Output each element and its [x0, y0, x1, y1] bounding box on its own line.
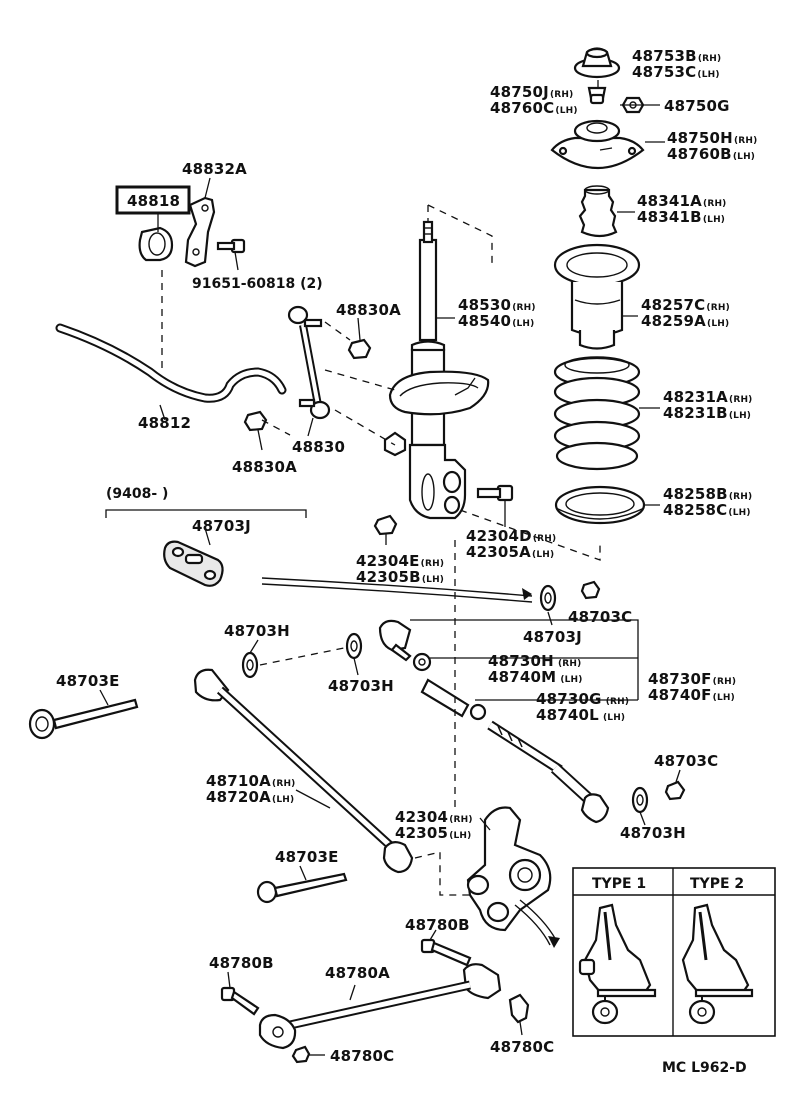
- label-48780A[interactable]: 48780A: [325, 964, 390, 982]
- label-48750H[interactable]: 48750H(RH): [667, 129, 757, 147]
- label-48231B[interactable]: 48231B(LH): [663, 404, 751, 422]
- label-42304D[interactable]: 42304D(RH): [466, 527, 556, 545]
- coil-spring-48231: [553, 356, 641, 471]
- bolt-48780B-mid: [420, 929, 472, 967]
- stabilizer-bushing-48818: [138, 226, 174, 262]
- label-48753B[interactable]: 48753B(RH): [632, 47, 721, 65]
- bolt-48703E-upper: [28, 689, 139, 740]
- plate-48703J: [163, 527, 224, 587]
- stabilizer-bar-48812: [55, 270, 287, 421]
- label-48341B[interactable]: 48341B(LH): [637, 208, 725, 226]
- label-91651-60818[interactable]: 91651-60818 (2): [192, 276, 323, 292]
- label-42304E[interactable]: 42304E(RH): [356, 552, 444, 570]
- label-48703J-upper[interactable]: 48703J: [192, 517, 251, 535]
- label-48703H-right[interactable]: 48703H: [620, 824, 686, 842]
- nut-48703C-right: [664, 769, 686, 801]
- trailing-arm-48710A: [193, 668, 470, 896]
- type1-illustration: [578, 903, 657, 1025]
- label-48780B-mid[interactable]: 48780B: [405, 916, 470, 934]
- label-48812[interactable]: 48812: [138, 414, 191, 432]
- nut-48830A-lower: [243, 410, 291, 451]
- label-48740M[interactable]: 48740M(LH): [488, 668, 583, 686]
- label-48832A[interactable]: 48832A: [182, 160, 247, 178]
- nut-42304E: [373, 514, 398, 545]
- label-48530[interactable]: 48530(RH): [458, 296, 536, 314]
- upper-mount-stack: [427, 47, 646, 561]
- label-48258B[interactable]: 48258B(RH): [663, 485, 752, 503]
- label-48780C-right[interactable]: 48780C: [490, 1038, 554, 1056]
- label-48760B[interactable]: 48760B(LH): [667, 145, 755, 163]
- label-48540[interactable]: 48540(LH): [458, 312, 534, 330]
- type2-label: TYPE 2: [690, 876, 744, 892]
- label-48750J[interactable]: 48750J(RH): [490, 83, 573, 101]
- label-48750G[interactable]: 48750G: [664, 97, 730, 115]
- label-48818[interactable]: 48818: [127, 192, 180, 210]
- axle-carrier-42304: [454, 540, 552, 932]
- label-48830[interactable]: 48830: [292, 438, 345, 456]
- label-42305A[interactable]: 42305A(LH): [466, 543, 554, 561]
- bolt-42304D: [476, 484, 514, 527]
- label-48703H-mid[interactable]: 48703H: [328, 677, 394, 695]
- nut-48780C-left: [291, 1045, 325, 1064]
- label-48740L[interactable]: 48740L(LH): [536, 706, 625, 724]
- spring-upper-insulator-48257C: [553, 243, 641, 350]
- label-48703C-upper[interactable]: 48703C: [568, 608, 632, 626]
- label-48341A[interactable]: 48341A(RH): [637, 192, 727, 210]
- nut-48703C-upper: [580, 580, 601, 600]
- highlight-box-48818[interactable]: [115, 185, 191, 215]
- upper-insulator-48753: [573, 47, 621, 79]
- nut-48780C-right: [508, 993, 530, 1036]
- bolt-48703E-lower: [256, 865, 348, 904]
- lower-arm-48780A: [258, 963, 502, 1050]
- part-labels: 48753B(RH) 48753C(LH) 48750J(RH) 48760C(…: [56, 47, 757, 1076]
- label-48703E-lower[interactable]: 48703E: [275, 848, 339, 866]
- washer-48703J: [539, 584, 557, 626]
- type1-label: TYPE 1: [592, 876, 646, 892]
- bolt-91651-60818: [216, 238, 246, 271]
- label-48740F[interactable]: 48740F(LH): [648, 686, 735, 704]
- label-48830A-upper[interactable]: 48830A: [336, 301, 401, 319]
- label-date-range: (9408- ): [106, 486, 168, 502]
- washer-48703H-right: [631, 786, 649, 826]
- label-42305B[interactable]: 42305B(LH): [356, 568, 444, 586]
- label-48730F[interactable]: 48730F(RH): [648, 670, 736, 688]
- label-48703E-upper[interactable]: 48703E: [56, 672, 120, 690]
- type2-illustration: [681, 903, 754, 1025]
- label-48703H-left[interactable]: 48703H: [224, 622, 290, 640]
- label-48710A[interactable]: 48710A(RH): [206, 772, 296, 790]
- label-48257C[interactable]: 48257C(RH): [641, 296, 730, 314]
- label-48730G[interactable]: 48730G(RH): [536, 690, 629, 708]
- spring-lower-insulator-48258: [554, 485, 646, 525]
- label-48780C-left[interactable]: 48780C: [330, 1047, 394, 1065]
- label-48760C[interactable]: 48760C(LH): [490, 99, 578, 117]
- bolt-48780B-left: [220, 986, 260, 1016]
- stabilizer-link-48830: [287, 305, 331, 420]
- label-48259A[interactable]: 48259A(LH): [641, 312, 729, 330]
- label-48753C[interactable]: 48753C(LH): [632, 63, 720, 81]
- label-48258C[interactable]: 48258C(LH): [663, 501, 751, 519]
- shock-absorber-48530: [383, 220, 490, 520]
- nut-48830A-upper: [324, 317, 372, 360]
- label-48720A[interactable]: 48720A(LH): [206, 788, 294, 806]
- label-48730H[interactable]: 48730H(RH): [488, 652, 581, 670]
- washer-48703H-mid: [345, 632, 363, 676]
- label-48830A-lower[interactable]: 48830A: [232, 458, 297, 476]
- label-48231A[interactable]: 48231A(RH): [663, 388, 753, 406]
- type-inset: TYPE 1 TYPE 2: [572, 867, 776, 1037]
- label-48703C-right[interactable]: 48703C: [654, 752, 718, 770]
- label-48780B-left[interactable]: 48780B: [209, 954, 274, 972]
- diagram-code: MC L962-D: [662, 1060, 747, 1076]
- stabilizer-bracket-48832A: [184, 177, 216, 268]
- bump-stopper-48341: [578, 185, 618, 238]
- label-42304[interactable]: 42304(RH): [395, 808, 473, 826]
- washer-48703H-left: [241, 639, 259, 679]
- label-48703J-mid[interactable]: 48703J: [523, 628, 582, 646]
- suspension-support-48750H: [550, 119, 645, 170]
- lateral-link-48730: [378, 619, 639, 824]
- label-42305[interactable]: 42305(LH): [395, 824, 471, 842]
- nut-48750J: [587, 86, 607, 105]
